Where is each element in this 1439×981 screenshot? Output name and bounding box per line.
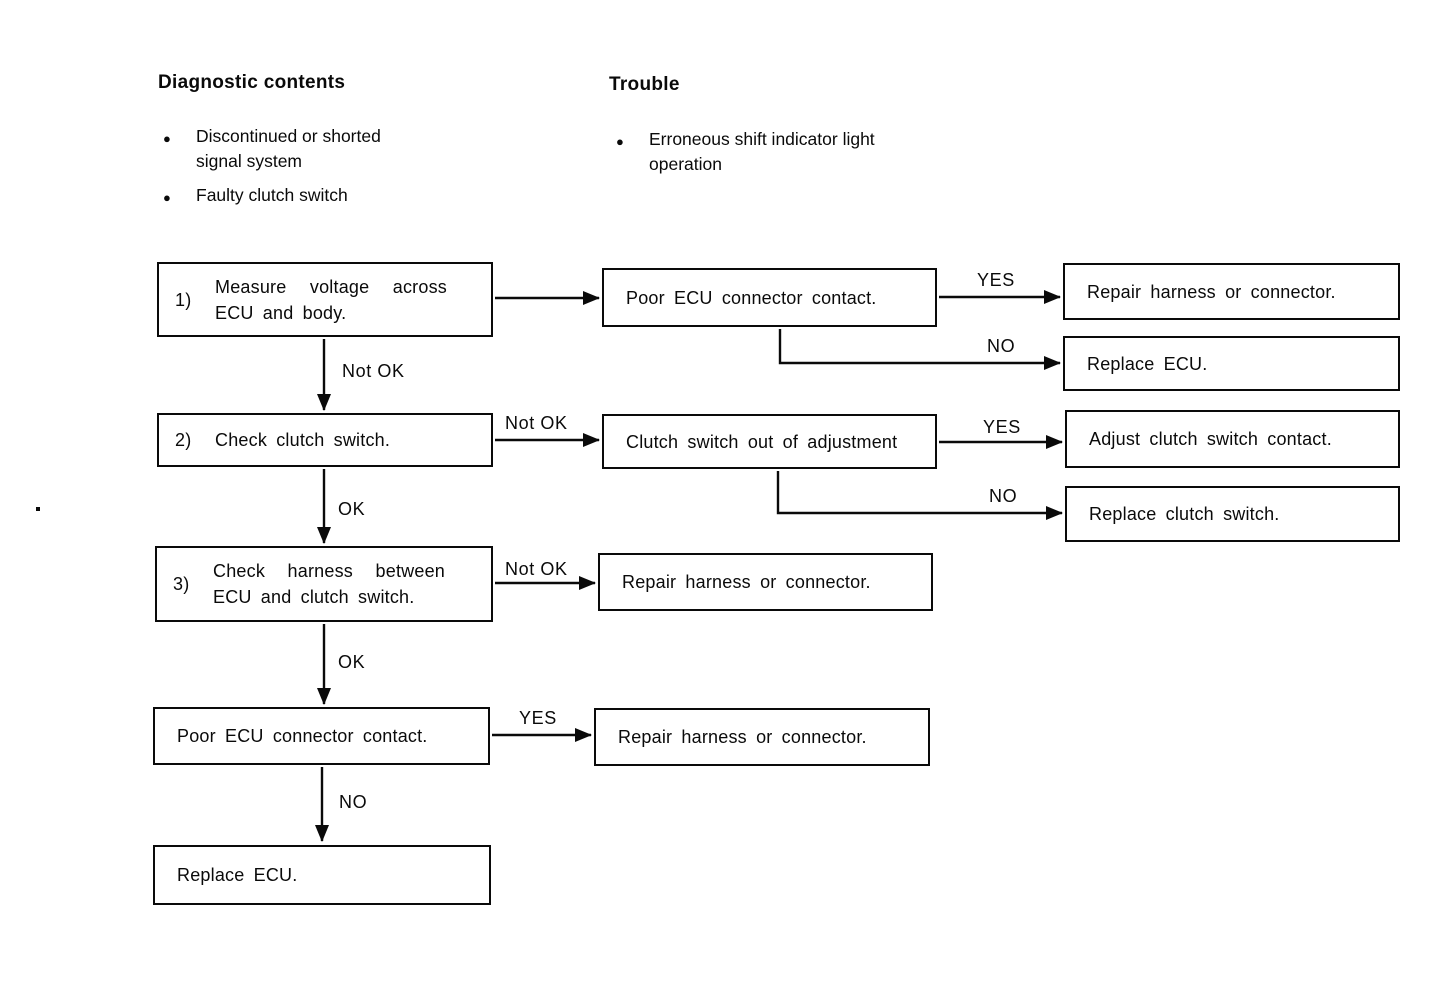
flow-box-replace-ecu-top: Replace ECU. [1063,336,1400,391]
trouble-title: Trouble [609,74,680,95]
step-number: 3) [173,574,190,594]
label-no-row1: NO [987,336,1016,356]
box-text: Poor ECU connector contact. [177,726,428,746]
flow-box-step2: 2) Check clutch switch. [157,413,493,467]
flow-box-poor-ecu-bottom: Poor ECU connector contact. [153,707,490,765]
label-yes-row2: YES [983,417,1021,437]
diagnostic-contents-title: Diagnostic contents [158,72,346,93]
step-text: Check harness between ECU and clutch swi… [213,561,445,607]
list-item-text: Erroneous shift indicator light operatio… [649,129,875,174]
flow-box-step1: 1) Measure voltage across ECU and body. [157,262,493,337]
flow-box-repair-harness-mid: Repair harness or connector. [598,553,933,611]
box-text: Repair harness or connector. [622,572,871,592]
label-not-ok-step3: Not OK [505,559,568,579]
label-yes-row1: YES [977,270,1015,290]
box-text: Clutch switch out of adjustment [626,431,898,452]
list-item-text: Faulty clutch switch [196,185,348,205]
label-not-ok-step2: Not OK [505,413,568,433]
box-text: Repair harness or connector. [1087,281,1336,302]
flow-box-step3: 3) Check harness between ECU and clutch … [155,546,493,622]
box-text: Replace ECU. [1087,353,1208,374]
wire-poor-ecu-no [778,329,1061,370]
box-text: Replace ECU. [177,865,298,885]
list-item-text: Discontinued or shorted signal system [196,126,381,171]
list-item: ● Faulty clutch switch [163,183,428,210]
box-text: Poor ECU connector contact. [626,287,877,308]
scan-speck [36,507,40,511]
box-text: Replace clutch switch. [1089,504,1280,524]
flow-box-repair-harness-bottom: Repair harness or connector. [594,708,930,766]
wire-clutch-adjustment-no [776,471,1063,520]
label-yes-row4: YES [519,708,557,728]
trouble-list: ● Erroneous shift indicator light operat… [616,127,881,186]
label-ok-step2: OK [338,499,366,519]
list-item: ● Erroneous shift indicator light operat… [616,127,881,177]
step-text: Check clutch switch. [215,430,391,450]
list-item: ● Discontinued or shorted signal system [163,124,428,174]
label-not-ok-step1: Not OK [342,361,405,381]
label-no-row2: NO [989,486,1018,506]
box-text: Repair harness or connector. [618,727,867,747]
step-text: Measure voltage across ECU and body. [215,276,447,323]
diagnostic-contents-list: ● Discontinued or shorted signal system … [163,124,428,219]
flow-box-poor-ecu-top: Poor ECU connector contact. [602,268,937,327]
flow-box-replace-clutch-switch: Replace clutch switch. [1065,486,1400,542]
bullet-icon: ● [163,131,171,146]
step-number: 1) [175,289,192,310]
label-ok-step3: OK [338,652,366,672]
step-number: 2) [175,430,192,450]
flow-box-repair-harness-top: Repair harness or connector. [1063,263,1400,320]
bullet-icon: ● [616,134,624,149]
flow-box-replace-ecu-bottom: Replace ECU. [153,845,491,905]
flow-box-adjust-clutch-contact: Adjust clutch switch contact. [1065,410,1400,468]
flow-box-clutch-out-of-adjustment: Clutch switch out of adjustment [602,414,937,469]
bullet-icon: ● [163,190,171,205]
label-no-bottom: NO [339,792,368,812]
box-text: Adjust clutch switch contact. [1089,429,1332,449]
